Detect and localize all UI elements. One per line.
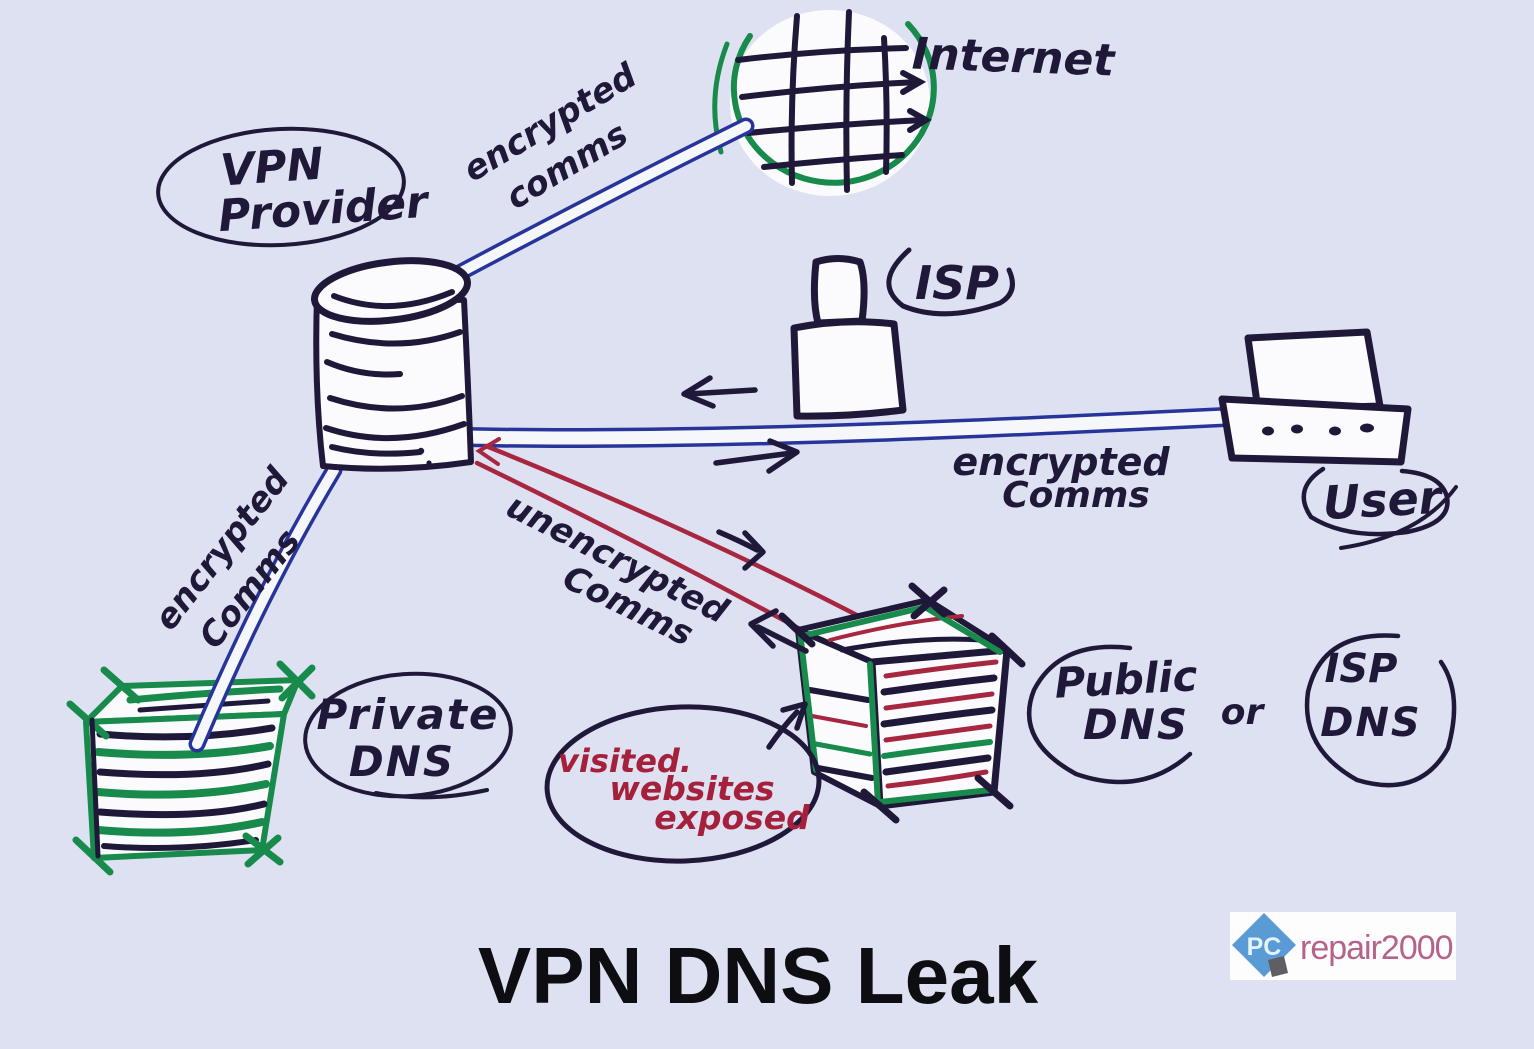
public-dns-label-line1: Public: [1053, 651, 1198, 707]
vpn-provider-bubble: [156, 126, 406, 248]
isp-dns-label-line2: DNS: [1320, 700, 1422, 746]
laptop-keys: [1262, 423, 1374, 436]
internet-globe-icon: [712, 9, 937, 196]
callout-line2: websites: [609, 769, 774, 808]
ink-dot: [417, 447, 425, 455]
arrow-up-left-along-red-link: [748, 608, 809, 654]
arrow-right-toward-user: [713, 438, 800, 474]
vpn-provider-label-line1: VPN: [219, 138, 325, 196]
user-vpn-label-line2: Comms: [1002, 475, 1150, 516]
vpn-server-icon: [310, 257, 474, 472]
isp-dns-label-line1: ISP: [1324, 646, 1397, 692]
cylinder-ridges: [323, 289, 467, 457]
private-dns-cube-icon: [66, 660, 316, 876]
isp-building-icon: [790, 255, 907, 420]
arrow-left-toward-vpn: [681, 375, 758, 409]
globe-grid: [735, 9, 932, 193]
public-dns-label-line2: DNS: [1083, 700, 1189, 749]
callout-bubble: [544, 704, 822, 864]
private-dns-underline: [374, 788, 489, 800]
user-label: User: [1321, 470, 1446, 530]
stack-stripes: [807, 614, 999, 789]
pcrepair2000-logo: PC repair2000: [1230, 912, 1456, 980]
cube-corner-marks: [66, 660, 316, 876]
red-arrowhead: [475, 437, 501, 466]
user-laptop-icon: [1218, 328, 1412, 466]
cube-stripes: [94, 685, 284, 851]
isp-oval: [886, 247, 1015, 317]
arrow-down-right-along-red-link: [716, 529, 766, 571]
logo-diamond-shadow: [1268, 956, 1288, 977]
globe-outline: [730, 21, 937, 186]
user-oval-tail: [1339, 485, 1458, 550]
private-dns-label-line2: DNS: [349, 737, 455, 786]
private-dns-label-line1: Private: [317, 690, 500, 739]
visited-websites-callout: visited. websites exposed: [544, 701, 822, 864]
logo-name-text: repair2000: [1300, 929, 1453, 967]
link-user-to-vpn: [456, 406, 1256, 449]
stack-corner-marks: [778, 582, 1026, 824]
cylinder-top: [310, 257, 472, 325]
public-dns-stack-icon: [778, 582, 1026, 824]
laptop-keyboard: [1218, 395, 1412, 466]
public-dns-or: or: [1221, 692, 1266, 733]
stack-green-edges: [797, 604, 1003, 807]
isp-label: ISP: [915, 256, 999, 310]
globe-fill: [730, 10, 930, 196]
public-dns-oval: [1026, 644, 1193, 785]
user-vpn-label-line1: encrypted: [952, 440, 1170, 484]
user-oval: [1301, 466, 1450, 537]
ink-dot: [426, 460, 432, 466]
link-vpn-to-private-dns: [188, 461, 343, 753]
isp-dns-oval: [1304, 633, 1457, 788]
isp-building-body: [790, 318, 907, 420]
logo-badge-text: PC: [1247, 933, 1282, 961]
isp-building-top: [810, 255, 868, 327]
callout-line1: visited.: [558, 742, 692, 780]
callout-arrow: [766, 701, 808, 750]
page-title: VPN DNS Leak: [478, 931, 1039, 1020]
internet-label: Internet: [911, 28, 1117, 86]
cube-edge-accent: [89, 717, 101, 859]
link-vpn-to-internet: [441, 117, 755, 287]
callout-line3: exposed: [654, 798, 810, 837]
